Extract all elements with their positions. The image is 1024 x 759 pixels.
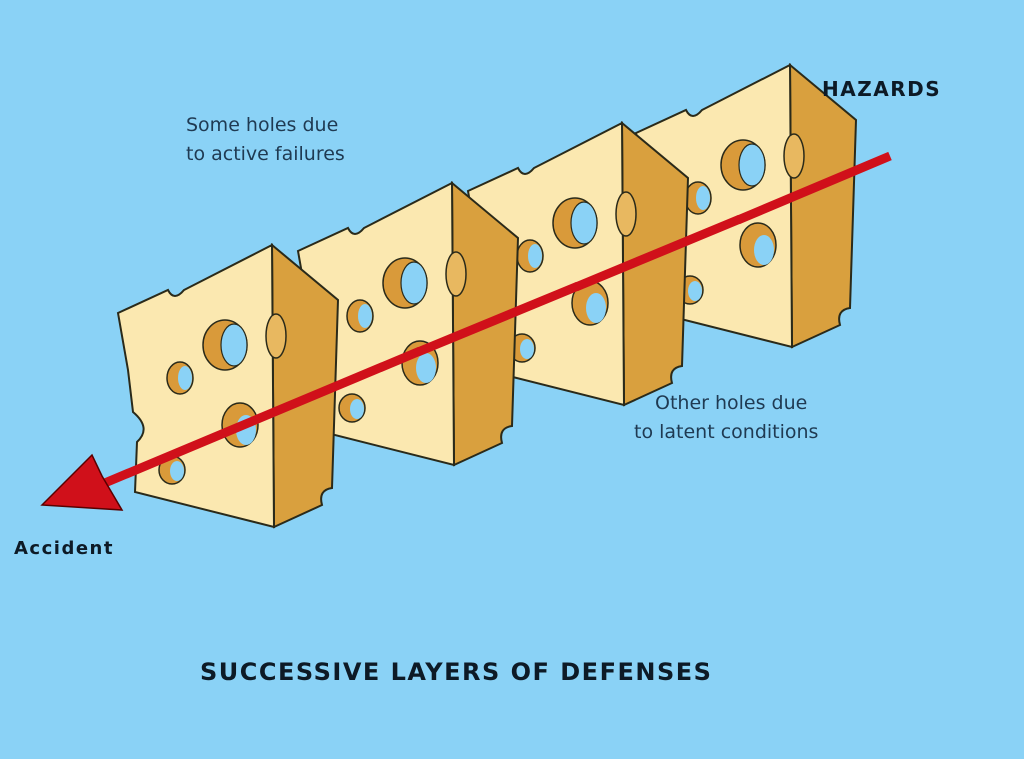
hazard-arrow-segment — [416, 281, 580, 357]
latent-conditions-note-line1: Other holes due — [655, 392, 807, 414]
diagram-title: SUCCESSIVE LAYERS OF DEFENSES — [200, 658, 712, 686]
active-failures-note-line2: to active failures — [186, 143, 345, 165]
arrow-head-icon — [40, 453, 124, 511]
hazard-arrow-segment — [736, 151, 892, 225]
hazard-arrow-segment — [98, 346, 422, 490]
hazards-label: HAZARDS — [822, 77, 941, 101]
accident-label: Accident — [14, 538, 114, 559]
latent-conditions-note-line2: to latent conditions — [634, 421, 818, 443]
hazard-arrow-segment — [574, 214, 742, 292]
cheese-slice-1 — [117, 244, 339, 528]
active-failures-note-line1: Some holes due — [186, 114, 338, 136]
